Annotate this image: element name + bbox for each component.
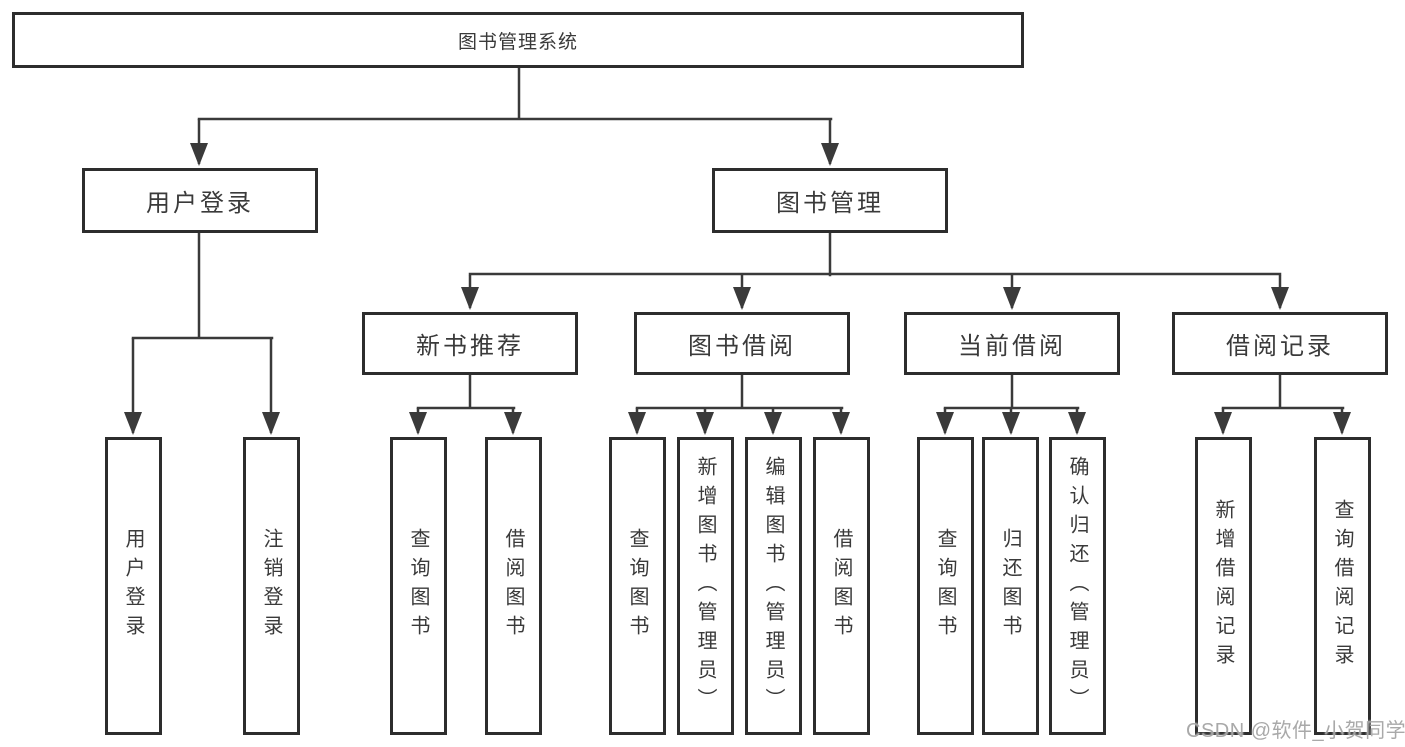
node-borrowing-records: 借阅记录 [1172,312,1388,375]
leaf-borrow-books: 借阅图书 [813,437,870,735]
leaf-edit-books-admin: 编辑图书（管理员） [745,437,802,735]
csdn-watermark: CSDN @软件_小贺同学 [1186,720,1405,742]
node-new-book-recommend: 新书推荐 [362,312,578,375]
leaf-add-books-admin: 新增图书（管理员） [677,437,734,735]
leaf-logout: 注销登录 [243,437,300,735]
leaf-query-books-current: 查询图书 [917,437,974,735]
leaf-user-login: 用户登录 [105,437,162,735]
node-user-login: 用户登录 [82,168,318,233]
leaf-query-books-recommend: 查询图书 [390,437,447,735]
leaf-query-books-borrowing: 查询图书 [609,437,666,735]
leaf-confirm-return-admin: 确认归还（管理员） [1049,437,1106,735]
leaf-add-borrow-record: 新增借阅记录 [1195,437,1252,735]
node-book-borrowing: 图书借阅 [634,312,850,375]
node-current-borrowing: 当前借阅 [904,312,1120,375]
leaf-return-books: 归还图书 [982,437,1039,735]
node-root: 图书管理系统 [12,12,1024,68]
node-book-management: 图书管理 [712,168,948,233]
leaf-borrow-books-recommend: 借阅图书 [485,437,542,735]
leaf-query-borrow-record: 查询借阅记录 [1314,437,1371,735]
